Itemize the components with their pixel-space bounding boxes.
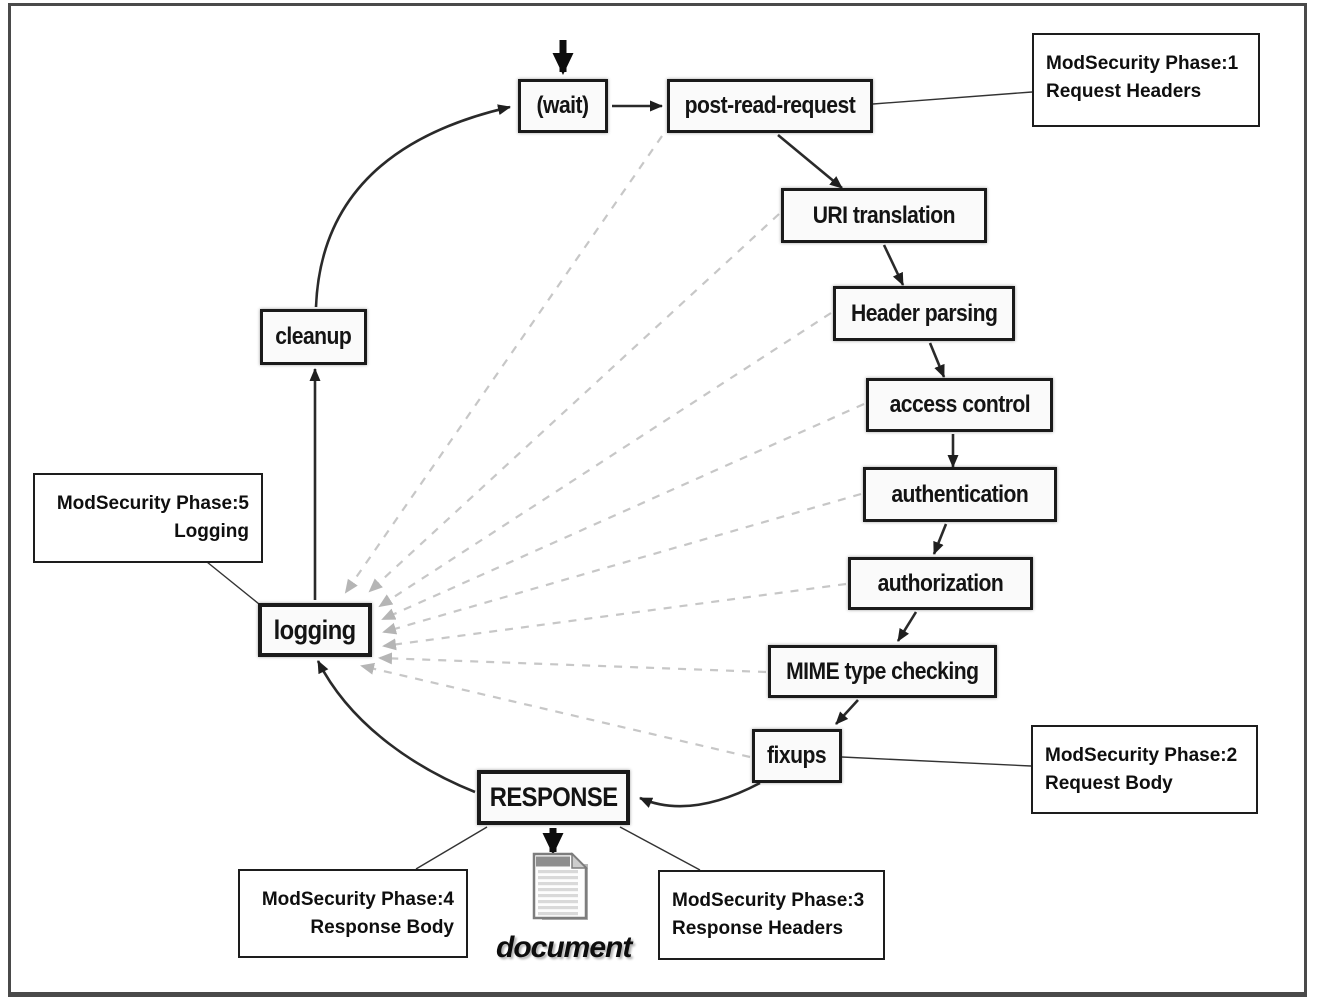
document-label: document	[496, 931, 632, 964]
stage-label-logging: logging	[273, 614, 357, 645]
stage-label-access-control: access control	[889, 391, 1030, 418]
stage-box-authentication: authentication	[863, 467, 1057, 522]
dashed-logging-arrows	[344, 135, 865, 759]
stage-label-mime-type-checking: MIME type checking	[786, 657, 979, 685]
stage-box-logging: logging	[258, 603, 372, 657]
stage-label-response: RESPONSE	[489, 782, 618, 812]
annotation-phase1-line2: Request Headers	[1046, 81, 1202, 102]
stage-box-cleanup: cleanup	[260, 309, 367, 365]
thick-arrows	[542, 40, 574, 855]
stage-label-cleanup: cleanup	[275, 323, 352, 350]
stage-label-uri-translation: URI translation	[812, 201, 956, 229]
stage-box-post-read-request: post-read-request	[667, 79, 873, 133]
stage-label-wait: (wait)	[537, 92, 590, 119]
annotation-phase2-line2: Request Body	[1045, 773, 1173, 794]
annotation-phase5: ModSecurity Phase:5 Logging	[33, 473, 263, 563]
annotation-phase3-line2: Response Headers	[672, 918, 844, 939]
document-output: document	[496, 852, 632, 965]
annotation-phase1-line1: ModSecurity Phase:1	[1046, 53, 1239, 74]
annotation-phase4: ModSecurity Phase:4 Response Body	[238, 869, 468, 958]
stage-box-mime-type-checking: MIME type checking	[768, 645, 997, 698]
flow-arrows	[309, 100, 959, 808]
annotation-phase2-line1: ModSecurity Phase:2	[1045, 745, 1238, 766]
document-icon	[532, 852, 588, 920]
annotation-phase5-line2: Logging	[174, 521, 249, 542]
stage-box-uri-translation: URI translation	[781, 188, 987, 243]
annotation-phase2: ModSecurity Phase:2 Request Body	[1031, 725, 1258, 814]
annotation-phase3: ModSecurity Phase:3 Response Headers	[658, 870, 885, 960]
stage-box-authorization: authorization	[848, 557, 1033, 610]
annotation-phase4-line1: ModSecurity Phase:4	[261, 889, 454, 910]
annotation-connectors	[206, 91, 1033, 871]
annotation-phase1: ModSecurity Phase:1 Request Headers	[1032, 33, 1260, 127]
stage-label-authentication: authentication	[891, 480, 1029, 508]
stage-box-response: RESPONSE	[477, 770, 630, 825]
stage-label-authorization: authorization	[877, 569, 1004, 597]
annotation-phase4-line2: Response Body	[310, 917, 454, 938]
stage-box-fixups: fixups	[752, 729, 842, 783]
annotation-phase3-line1: ModSecurity Phase:3	[672, 890, 865, 911]
stage-box-access-control: access control	[866, 378, 1053, 432]
stage-label-post-read-request: post-read-request	[684, 92, 856, 119]
stage-label-header-parsing: Header parsing	[850, 299, 998, 327]
stage-box-header-parsing: Header parsing	[833, 286, 1015, 341]
stage-box-wait: (wait)	[518, 79, 608, 133]
stage-label-fixups: fixups	[767, 742, 827, 769]
annotation-phase5-line1: ModSecurity Phase:5	[56, 493, 249, 514]
